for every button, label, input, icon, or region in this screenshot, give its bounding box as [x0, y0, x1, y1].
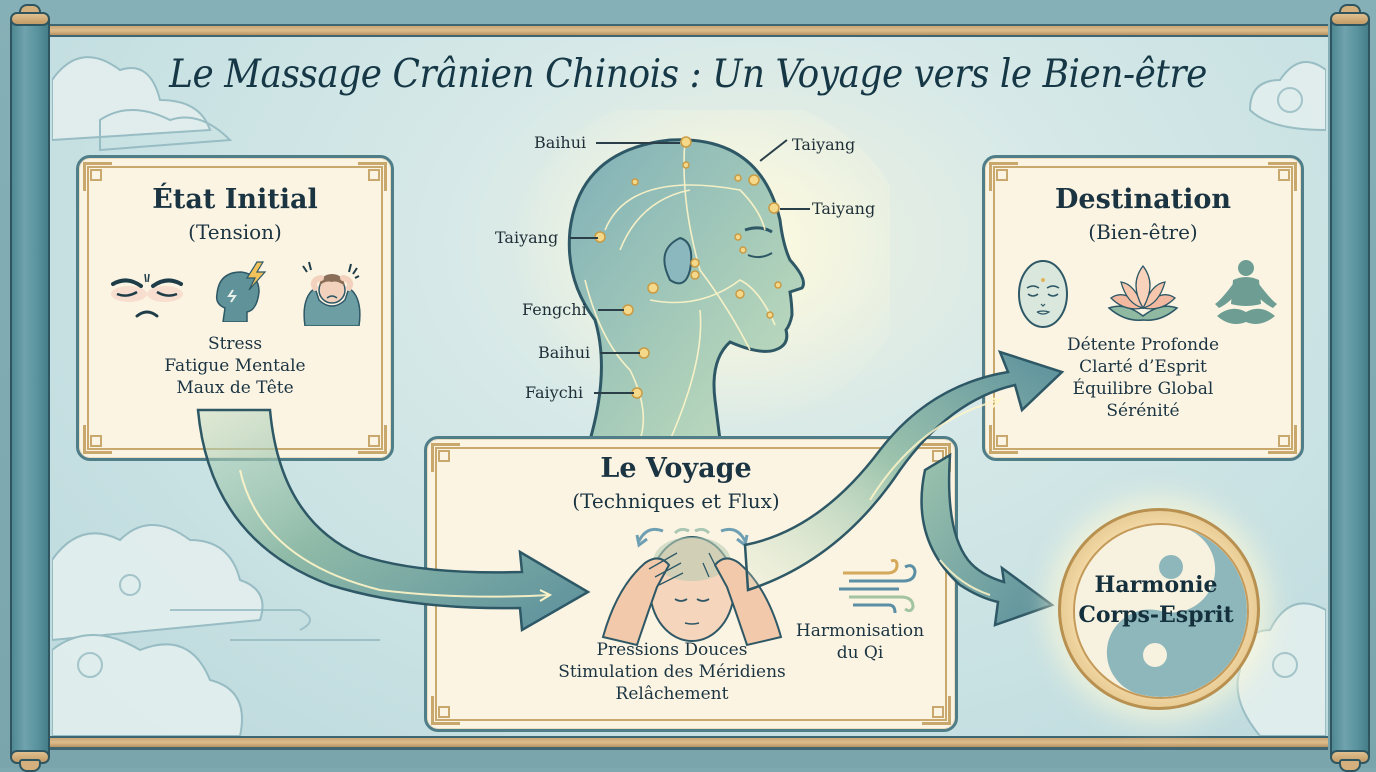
ornament-corner	[989, 425, 1018, 454]
page-title: Le Massage Crânien Chinois : Un Voyage v…	[169, 52, 1207, 97]
acupoint-label-baihui-neck: Baihui	[538, 343, 591, 362]
list-item: Relâchement	[615, 684, 729, 704]
ornament-corner	[358, 162, 387, 191]
list-item: Fatigue Mentale	[164, 356, 306, 376]
ornament-corner	[358, 425, 387, 454]
acupoint-label-taiyang-left: Taiyang	[495, 228, 559, 247]
panel-title: État Initial	[152, 184, 318, 215]
acupoint-label-fengchi: Fengchi	[522, 300, 587, 319]
ornament-corner	[989, 162, 1018, 191]
acupoint-label-taiyang-right: Taiyang	[812, 199, 876, 218]
scroll-roller-left	[10, 4, 50, 772]
acupoint-label-faiychi: Faiychi	[525, 383, 584, 402]
ornament-corner	[431, 443, 460, 472]
ornament-corner	[431, 696, 460, 725]
ornament-corner	[1268, 162, 1297, 191]
list-item: Équilibre Global	[1072, 379, 1214, 399]
scroll-roller-right	[1330, 4, 1370, 772]
panel-subtitle: (Bien-être)	[1088, 220, 1198, 244]
qi-harmonization-label: Harmonisation du Qi	[780, 620, 940, 664]
list-item: Stress	[207, 334, 263, 354]
panel-inner-border	[993, 166, 1293, 450]
scroll-bottom-trim	[50, 736, 1328, 749]
panel-item-list: Stress Fatigue Mentale Maux de Tête	[79, 333, 391, 399]
leader-line	[780, 208, 810, 210]
scroll-top-trim	[50, 24, 1328, 37]
head-profile-diagram	[510, 110, 890, 440]
acupoint-label-baihui-top: Baihui	[534, 133, 587, 152]
leader-line	[598, 309, 624, 311]
leader-line	[596, 142, 680, 144]
leader-line	[594, 392, 634, 394]
qi-label-line: Harmonisation	[795, 621, 925, 641]
panel-title: Le Voyage	[600, 453, 752, 484]
ornament-corner	[922, 696, 951, 725]
acupoint-label-taiyang-upper: Taiyang	[792, 135, 856, 154]
lotus-icon	[1107, 264, 1179, 321]
qi-wind-icon	[839, 559, 917, 614]
ornament-corner	[1268, 425, 1297, 454]
panel-title: Destination	[1054, 184, 1231, 215]
panel-destination: Destination (Bien-être) Détente Profonde…	[982, 155, 1304, 461]
meditation-icon	[1215, 260, 1277, 324]
arrow-to-harmony	[920, 452, 1055, 627]
leader-line	[600, 352, 640, 354]
qi-label-line: du Qi	[836, 643, 884, 663]
list-item: Sérénité	[1106, 401, 1180, 421]
ornament-corner	[83, 162, 112, 191]
head-lightning-icon	[215, 261, 267, 322]
list-item: Pressions Douces	[596, 640, 748, 660]
harmony-label: Harmonie Corps-Esprit	[1058, 570, 1254, 630]
head-massage-hands-icon	[601, 527, 783, 647]
panel-subtitle: (Tension)	[188, 220, 282, 244]
calm-face-icon	[1018, 260, 1068, 328]
list-item: Détente Profonde	[1066, 335, 1220, 355]
roller-cap-top	[1330, 12, 1370, 26]
ornament-corner	[83, 425, 112, 454]
yin-yang-icon	[1073, 523, 1249, 699]
harmony-line-2: Corps-Esprit	[1078, 602, 1234, 628]
headache-person-icon	[302, 261, 361, 326]
harmony-line-1: Harmonie	[1094, 572, 1218, 598]
panel-subtitle: (Techniques et Flux)	[572, 489, 780, 513]
list-item: Maux de Tête	[176, 378, 294, 398]
tense-face-icon	[111, 273, 183, 318]
harmony-yin-yang-medallion	[1058, 508, 1260, 710]
list-item: Stimulation des Méridiens	[558, 662, 786, 682]
panel-item-list: Détente Profonde Clarté d’Esprit Équilib…	[985, 334, 1301, 422]
roller-cap-top	[10, 12, 50, 26]
arrow-initial-to-journey	[196, 408, 591, 633]
leader-line	[570, 237, 598, 239]
arrow-journey-to-destination	[743, 349, 1065, 592]
list-item: Clarté d’Esprit	[1079, 357, 1207, 377]
panel-item-list: Pressions Douces Stimulation des Méridie…	[389, 639, 955, 705]
